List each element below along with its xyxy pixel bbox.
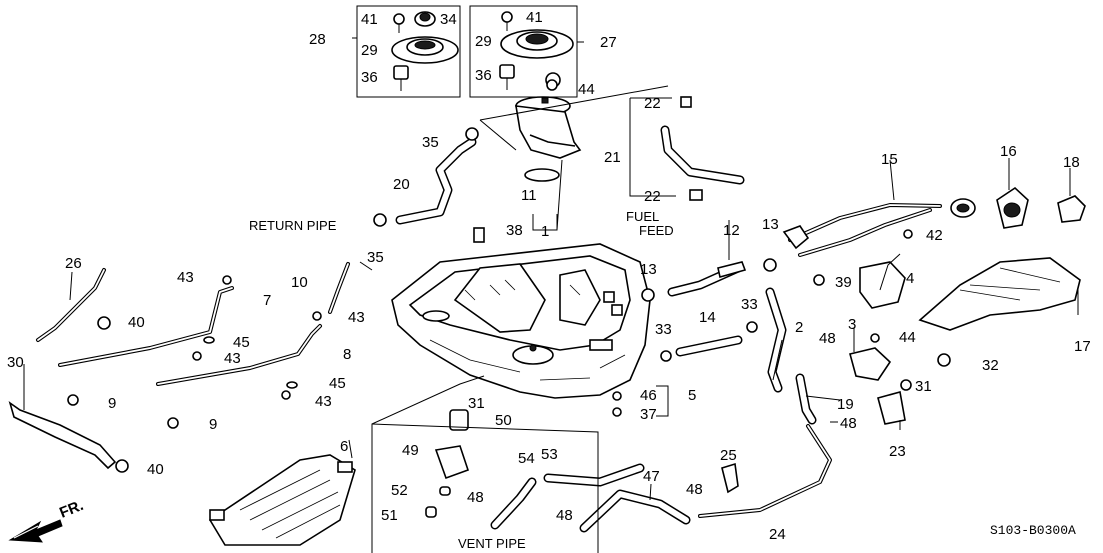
callout-41: 41 — [526, 9, 543, 26]
callout-41: 41 — [361, 11, 378, 28]
callout-29: 29 — [361, 42, 378, 59]
callout-45: 45 — [329, 375, 346, 392]
callout-23: 23 — [889, 443, 906, 460]
callout-35: 35 — [422, 134, 439, 151]
callout-43: 43 — [315, 393, 332, 410]
callout-39: 39 — [835, 274, 852, 291]
front-direction-arrow-icon — [8, 519, 63, 543]
callout-27: 27 — [600, 34, 617, 51]
callout-1: 1 — [541, 223, 549, 240]
kit-box-28 — [356, 5, 461, 98]
callout-13: 13 — [762, 216, 779, 233]
callout-12: 12 — [723, 222, 740, 239]
callout-18: 18 — [1063, 154, 1080, 171]
callout-26: 26 — [65, 255, 82, 272]
callout-19: 19 — [837, 396, 854, 413]
callout-33: 33 — [741, 296, 758, 313]
misc-parts — [192, 79, 1086, 518]
callout-15: 15 — [881, 151, 898, 168]
callout-44: 44 — [899, 329, 916, 346]
callout-48: 48 — [840, 415, 857, 432]
callout-42: 42 — [926, 227, 943, 244]
callout-14: 14 — [699, 309, 716, 326]
return-pipe-label: RETURN PIPE — [249, 218, 337, 233]
callout-31: 31 — [468, 395, 485, 412]
callout-47: 47 — [643, 468, 660, 485]
callout-4: 4 — [906, 270, 914, 287]
callout-43: 43 — [224, 350, 241, 367]
callout-36: 36 — [361, 69, 378, 86]
callout-21: 21 — [604, 149, 621, 166]
callout-48: 48 — [686, 481, 703, 498]
callout-13: 13 — [640, 261, 657, 278]
callout-48: 48 — [819, 330, 836, 347]
front-label: FR. — [57, 497, 86, 522]
callout-46: 46 — [640, 387, 657, 404]
callout-38: 38 — [506, 222, 523, 239]
callout-43: 43 — [177, 269, 194, 286]
callout-29: 29 — [475, 33, 492, 50]
callout-48: 48 — [556, 507, 573, 524]
callout-44: 44 — [578, 81, 595, 98]
callout-16: 16 — [1000, 143, 1017, 160]
callout-35: 35 — [367, 249, 384, 266]
callout-3: 3 — [848, 316, 856, 333]
fuel-pump-unit — [515, 72, 582, 182]
callout-9: 9 — [209, 416, 217, 433]
fuel-tank — [391, 243, 651, 399]
tank-straps — [8, 268, 322, 473]
callout-49: 49 — [402, 442, 419, 459]
callout-10: 10 — [291, 274, 308, 291]
callout-24: 24 — [769, 526, 786, 543]
callout-34: 34 — [440, 11, 457, 28]
callout-11: 11 — [521, 187, 537, 204]
callout-5: 5 — [688, 387, 696, 404]
callout-45: 45 — [233, 334, 250, 351]
callout-25: 25 — [720, 447, 737, 464]
callout-37: 37 — [640, 406, 657, 423]
callout-43: 43 — [348, 309, 365, 326]
callout-9: 9 — [108, 395, 116, 412]
callouts: 41 34 28 29 36 41 29 27 36 44 22 35 21 1… — [7, 9, 1091, 551]
callout-17: 17 — [1074, 338, 1091, 355]
callout-54: 54 — [518, 450, 535, 467]
callout-53: 53 — [541, 446, 558, 463]
callout-2: 2 — [795, 319, 803, 336]
heat-shield — [208, 454, 356, 546]
callout-52: 52 — [391, 482, 408, 499]
callout-7: 7 — [263, 292, 271, 309]
leader-lines — [23, 37, 1079, 553]
callout-33: 33 — [655, 321, 672, 338]
callout-32: 32 — [982, 357, 999, 374]
callout-28: 28 — [309, 31, 326, 48]
callout-48: 48 — [467, 489, 484, 506]
callout-6: 6 — [340, 438, 348, 455]
fuel-feed-label-feed: FEED — [639, 223, 674, 238]
kit-box-27 — [469, 5, 578, 98]
callout-22: 22 — [644, 95, 661, 112]
callout-20: 20 — [393, 176, 410, 193]
callout-31: 31 — [915, 378, 932, 395]
diagram-code: S103-B0300A — [990, 523, 1076, 538]
callout-22: 22 — [644, 188, 661, 205]
vent-pipe-label: VENT PIPE — [458, 536, 526, 551]
pipes — [328, 198, 976, 518]
callout-40: 40 — [147, 461, 164, 478]
callout-50: 50 — [495, 412, 512, 429]
callout-51: 51 — [381, 507, 398, 524]
callout-36: 36 — [475, 67, 492, 84]
callout-30: 30 — [7, 354, 24, 371]
callout-40: 40 — [128, 314, 145, 331]
fuel-feed-label-fuel: FUEL — [626, 209, 659, 224]
callout-8: 8 — [343, 346, 351, 363]
